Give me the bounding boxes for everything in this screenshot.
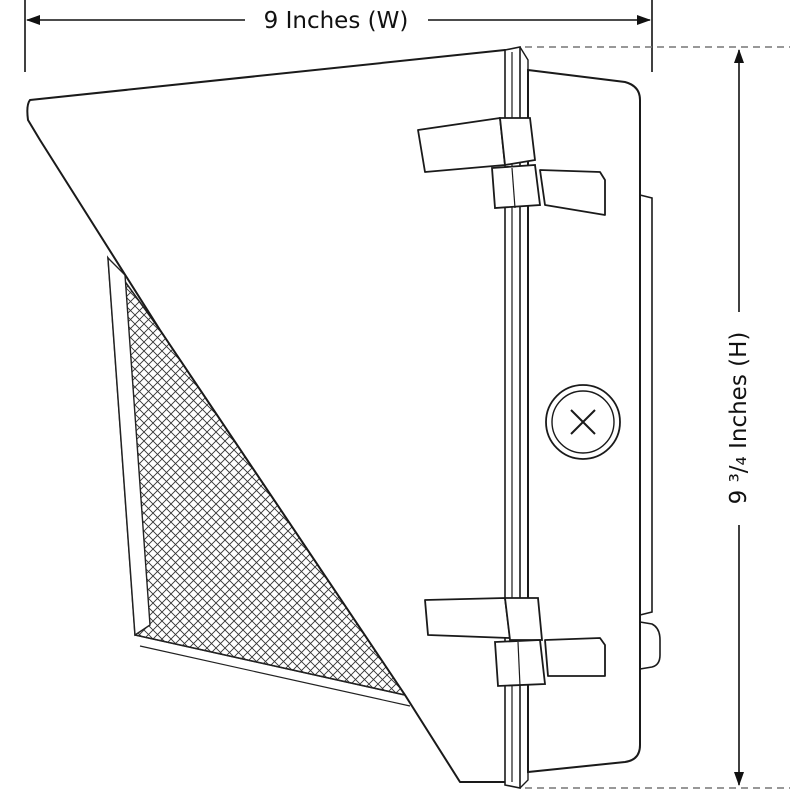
screw-icon [545, 384, 621, 460]
height-label: 9 ³/₄ Inches (H) [726, 332, 752, 505]
bottom-latch [424, 597, 606, 687]
top-latch [417, 117, 606, 216]
width-label: 9 Inches (W) [264, 8, 409, 34]
height-dimension: 9 ³/₄ Inches (H) [525, 46, 790, 789]
width-dimension: 9 Inches (W) [24, 0, 653, 72]
